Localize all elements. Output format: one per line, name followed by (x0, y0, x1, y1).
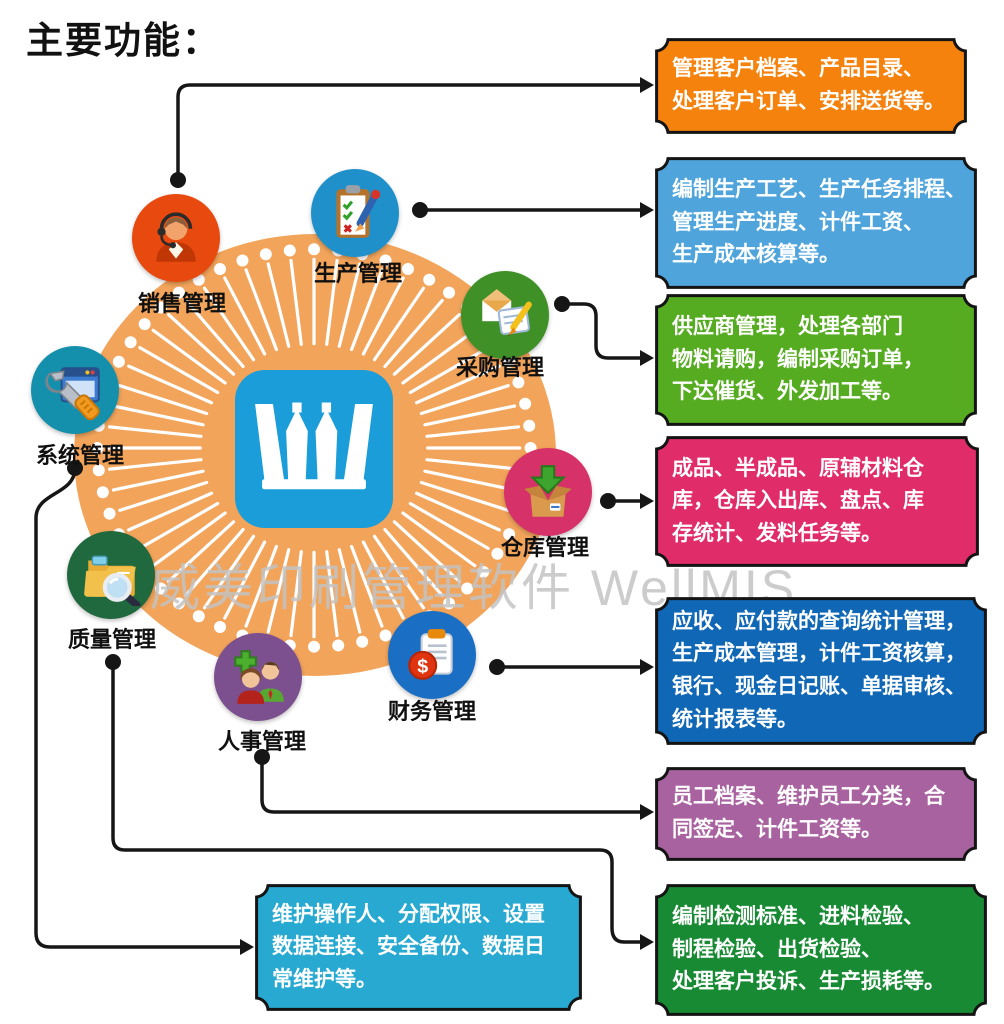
finance-function-text: 应收、应付款的查询统计管理，生产成本管理，计件工资核算，银行、现金日记账、单据审… (672, 609, 966, 731)
production-module-label: 生产管理 (313, 261, 403, 286)
sales-function-box: 管理客户档案、产品目录、处理客户订单、安排送货等。 (655, 38, 967, 134)
quality-module-label: 质量管理 (67, 627, 157, 652)
purchasing-module-label: 采购管理 (455, 355, 545, 380)
finance-function-box: 应收、应付款的查询统计管理，生产成本管理，计件工资核算，银行、现金日记账、单据审… (655, 597, 987, 745)
sales-function-text: 管理客户档案、产品目录、处理客户订单、安排送货等。 (672, 57, 945, 113)
wellmis-logo (235, 370, 393, 528)
module-sales (132, 194, 220, 282)
clipboard-check-icon (336, 185, 381, 238)
module-production (311, 169, 399, 257)
quality-function-box: 编制检测标准、进料检验、制程检验、出货检验、处理客户投诉、生产损耗等。 (655, 884, 987, 1016)
warehouse-module-circle (504, 448, 592, 536)
module-hr (214, 633, 302, 721)
system-module-label: 系统管理 (35, 443, 125, 468)
connector-purchasing (560, 302, 644, 360)
finance-module-circle: $ (388, 611, 476, 699)
wrench-window-icon (45, 367, 100, 421)
folder-magnifier-icon (84, 555, 141, 606)
connector-system (34, 466, 244, 949)
module-purchasing (461, 271, 549, 359)
finance-module-label: 财务管理 (387, 699, 477, 724)
hr-function-text: 员工档案、维护员工分类，合同签定、计件工资等。 (672, 785, 945, 841)
purchasing-module-circle (461, 271, 549, 359)
sales-module-label: 销售管理 (137, 291, 227, 316)
headset-person-icon (156, 212, 196, 262)
module-finance: $ (388, 611, 476, 699)
quality-function-text: 编制检测标准、进料检验、制程检验、出货检验、处理客户投诉、生产损耗等。 (672, 905, 945, 994)
quality-module-circle (67, 531, 155, 619)
page-title: 主要功能： (26, 20, 221, 61)
warehouse-function-box: 成品、半成品、原辅材料仓库，仓库入出库、盘点、库存统计、发料任务等。 (655, 436, 979, 567)
connector-hr (260, 755, 644, 814)
module-quality (67, 531, 155, 619)
warehouse-function-text: 成品、半成品、原辅材料仓库，仓库入出库、盘点、库存统计、发料任务等。 (672, 456, 924, 545)
module-warehouse (504, 448, 592, 536)
system-module-circle (31, 346, 119, 434)
sales-module-circle (132, 194, 220, 282)
people-plus-icon (234, 650, 284, 704)
purchasing-function-text: 供应商管理，处理各部门物料请购，编制采购订单，下达催货、外发加工等。 (672, 315, 924, 404)
hr-module-label: 人事管理 (217, 729, 307, 754)
dollar-note-icon: $ (408, 629, 453, 680)
hr-function-box: 员工档案、维护员工分类，合同签定、计件工资等。 (655, 767, 977, 861)
production-function-text: 编制生产工艺、生产任务排程、管理生产进度、计件工资、生产成本核算等。 (672, 178, 966, 267)
warehouse-module-label: 仓库管理 (500, 535, 590, 560)
system-function-text: 维护操作人、分配权限、设置数据连接、安全备份、数据日常维护等。 (272, 902, 545, 991)
hr-module-circle (214, 633, 302, 721)
mail-pencil-icon (482, 289, 532, 336)
box-download-icon (524, 465, 572, 517)
connector-sales (176, 83, 644, 182)
purchasing-function-box: 供应商管理，处理各部门物料请购，编制采购订单，下达催货、外发加工等。 (655, 294, 977, 426)
svg-text:$: $ (417, 656, 428, 678)
system-function-box: 维护操作人、分配权限、设置数据连接、安全备份、数据日常维护等。 (255, 884, 582, 1011)
production-function-box: 编制生产工艺、生产任务排程、管理生产进度、计件工资、生产成本核算等。 (655, 157, 977, 289)
connector-quality (111, 660, 644, 944)
w-logo-icon (255, 402, 373, 490)
module-system (31, 346, 119, 434)
production-module-circle (311, 169, 399, 257)
